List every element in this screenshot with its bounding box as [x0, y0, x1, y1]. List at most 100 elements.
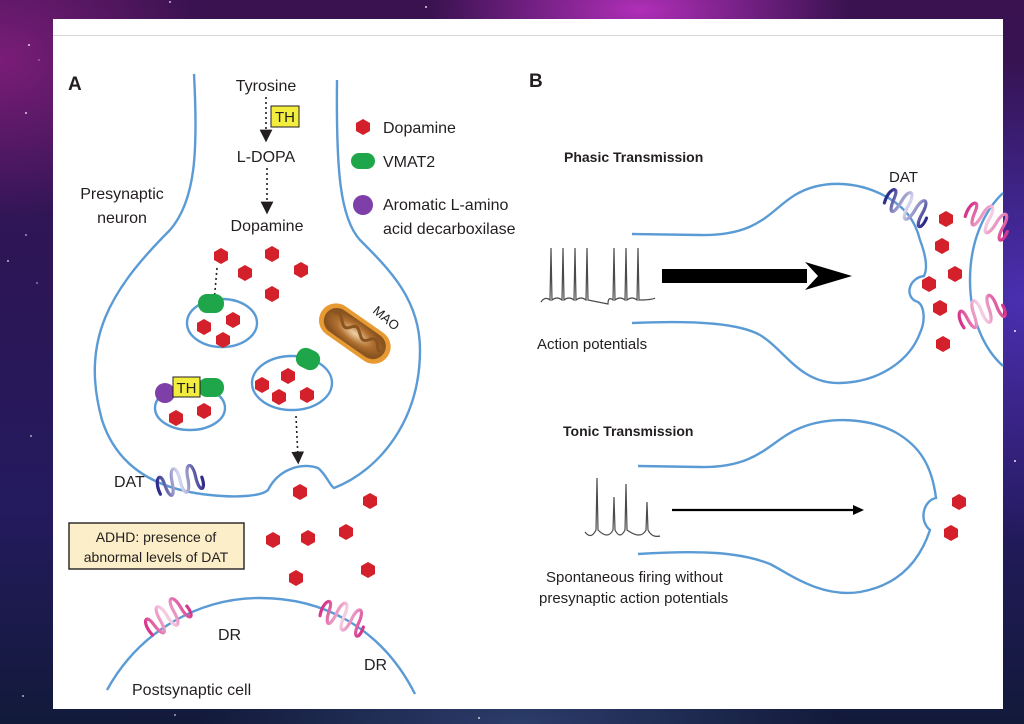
star: [24, 111, 27, 114]
star: [24, 234, 27, 237]
dopamine-molecule: [281, 368, 295, 384]
legend-dopamine-label: Dopamine: [383, 120, 456, 137]
star: [168, 0, 171, 3]
legend-aadc-label-line2: acid decarboxilase: [383, 221, 516, 238]
panel-a-label: A: [68, 74, 82, 95]
star: [38, 59, 41, 62]
phasic-cleft-dopamine-group: [922, 211, 962, 352]
dopamine-molecule: [939, 211, 953, 227]
dopamine-molecule: [361, 562, 375, 578]
dopamine-molecule: [936, 336, 950, 352]
vesicle-2: TH: [153, 376, 227, 432]
legend-vmat2-label: VMAT2: [383, 154, 435, 171]
adhd-note-line1: ADHD: presence of: [96, 529, 217, 545]
legend-aadc-icon: [353, 195, 373, 215]
star: [22, 694, 25, 697]
cleft-dopamine-group: [266, 484, 377, 586]
star: [7, 260, 10, 263]
tonic-firing-trace: [584, 477, 661, 537]
arrow-vesicle-to-membrane: [291, 415, 305, 465]
pathway-ldopa: L-DOPA: [237, 149, 296, 166]
legend-aadc-label-line1: Aromatic L-amino: [383, 197, 508, 214]
dopamine-molecule: [255, 377, 269, 393]
pathway-dopamine: Dopamine: [231, 218, 304, 235]
star: [30, 434, 33, 437]
dopamine-molecule: [293, 484, 307, 500]
phasic-action-potential-trace: [540, 247, 656, 305]
cytoplasm-dopamine-group: [214, 246, 308, 302]
dopamine-molecule: [952, 494, 966, 510]
th-enzyme-box: [270, 105, 300, 128]
tonic-axon-membrane: [637, 418, 938, 595]
phasic-dopamine-receptor-top: [960, 195, 1017, 244]
phasic-dat-transporter: [880, 181, 936, 230]
vesicle-th-box: [172, 376, 201, 398]
star: [1013, 459, 1016, 462]
dopamine-molecule: [266, 532, 280, 548]
star: [36, 281, 39, 284]
pathway-tyrosine: Tyrosine: [236, 78, 297, 95]
dopamine-molecule: [933, 300, 947, 316]
vesicle-1: [185, 294, 259, 349]
dopamine-receptor-right: [315, 593, 372, 640]
dopamine-molecule: [238, 265, 252, 281]
aadc-enzyme: [155, 383, 175, 403]
dopamine-molecule: [226, 312, 240, 328]
receptor-label-left: DR: [218, 627, 241, 644]
vmat2-transporter: [198, 378, 224, 397]
dopamine-molecule: [265, 286, 279, 302]
dopamine-molecule: [935, 238, 949, 254]
dopamine-molecule: [300, 387, 314, 403]
dopamine-molecule: [197, 319, 211, 335]
dopamine-molecule: [272, 389, 286, 405]
dopamine-molecule: [169, 410, 183, 426]
dopamine-molecule: [922, 276, 936, 292]
phasic-signal-arrow: [662, 262, 852, 290]
legend-dopamine-icon: [356, 119, 370, 135]
dopamine-molecule: [265, 246, 279, 262]
phasic-dopamine-receptor-bottom: [953, 290, 1009, 334]
phasic-title: Phasic Transmission: [564, 149, 703, 165]
panel-divider: [53, 35, 1003, 36]
phasic-postsynaptic-membrane: [968, 192, 1004, 367]
dopamine-molecule: [301, 530, 315, 546]
phasic-dat-label: DAT: [889, 169, 918, 186]
dopamine-molecule: [363, 493, 377, 509]
dopamine-molecule: [948, 266, 962, 282]
star: [28, 43, 31, 46]
tonic-cleft-dopamine-group: [944, 494, 966, 541]
dopamine-molecule: [214, 248, 228, 264]
legend-vmat2-icon: [351, 153, 375, 169]
mao-mitochondrion: [318, 303, 391, 364]
presynaptic-membrane: [93, 73, 422, 498]
dopamine-molecule: [197, 403, 211, 419]
vmat2-transporter: [198, 294, 224, 313]
star: [1014, 330, 1017, 333]
tonic-caption-line1: Spontaneous firing without: [546, 569, 724, 586]
adhd-note-line2: abnormal levels of DAT: [84, 549, 229, 565]
arrow-dopamine-into-vesicle: [208, 267, 221, 309]
dat-label-a: DAT: [114, 474, 145, 491]
postsynaptic-label: Postsynaptic cell: [132, 682, 251, 699]
tonic-arrowhead: [853, 505, 864, 515]
dopamine-molecule: [294, 262, 308, 278]
presynaptic-label-line2: neuron: [97, 210, 147, 227]
phasic-caption: Action potentials: [537, 336, 647, 353]
star: [424, 6, 427, 9]
dopamine-molecule: [339, 524, 353, 540]
legend: Dopamine VMAT2 Aromatic L-amino acid dec…: [351, 119, 516, 238]
adhd-note-box: [68, 522, 245, 570]
vmat2-transporter: [295, 347, 321, 371]
tonic-caption-line2: presynaptic action potentials: [539, 590, 728, 607]
vesicle-th-label: TH: [177, 380, 197, 397]
star: [174, 713, 177, 716]
postsynaptic-membrane: [105, 596, 417, 695]
dopamine-molecule: [944, 525, 958, 541]
panel-b-label: B: [529, 71, 543, 92]
vesicle-3: [250, 347, 334, 412]
dopamine-molecule: [289, 570, 303, 586]
star: [478, 717, 481, 720]
phasic-axon-membrane: [631, 182, 928, 385]
receptor-label-right: DR: [364, 657, 387, 674]
